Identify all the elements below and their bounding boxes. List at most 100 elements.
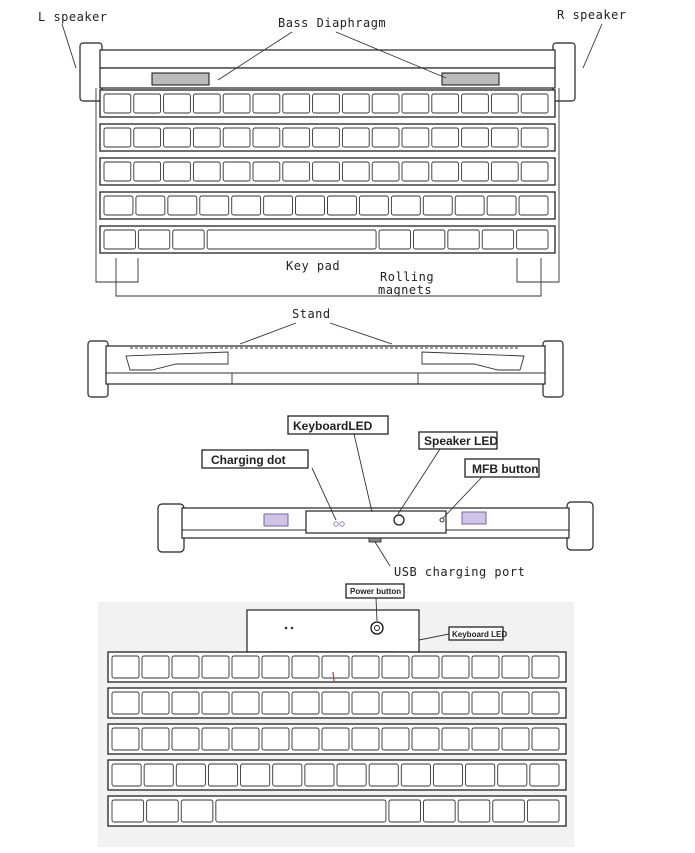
key <box>103 161 132 182</box>
power-module <box>246 609 420 653</box>
key <box>461 127 489 148</box>
keyboard-led-dots <box>284 626 288 630</box>
keyboard-led-callout <box>287 415 389 435</box>
key <box>351 655 380 679</box>
bar-left-cap <box>157 503 185 553</box>
key <box>282 127 311 148</box>
key <box>454 195 485 216</box>
key <box>411 727 440 751</box>
top-rail-inner <box>99 67 556 89</box>
left-speaker-housing <box>79 42 103 102</box>
leader-usb-port <box>374 541 391 567</box>
label-right-speaker: R speaker <box>557 8 627 22</box>
label-key-pad: Key pad <box>286 259 340 273</box>
key <box>411 655 440 679</box>
key <box>263 195 294 216</box>
key <box>321 691 350 715</box>
charging-dot-indicator-2 <box>339 521 345 527</box>
key <box>261 691 290 715</box>
key <box>133 127 162 148</box>
key <box>201 727 230 751</box>
key <box>351 727 380 751</box>
key <box>291 691 320 715</box>
key <box>111 727 140 751</box>
key <box>471 655 500 679</box>
key <box>368 763 399 787</box>
right-speaker-housing <box>552 42 576 102</box>
label-rolling-magnets-line2: magnets <box>378 283 432 297</box>
keyboard-led-dots-2 <box>290 626 294 630</box>
mfb-button-callout <box>464 458 540 478</box>
key <box>321 727 350 751</box>
key <box>471 691 500 715</box>
speaker-led-dot <box>439 517 445 523</box>
key <box>432 763 464 787</box>
red-marker <box>332 671 335 682</box>
key <box>240 763 271 787</box>
key <box>231 727 260 751</box>
label-charging-dot: Charging dot <box>211 453 286 467</box>
key <box>501 727 530 751</box>
key <box>471 727 500 751</box>
key <box>461 161 489 182</box>
top-rail <box>99 49 556 69</box>
key <box>133 161 162 182</box>
leader-mfb-button <box>442 476 483 519</box>
key <box>321 655 350 679</box>
key <box>401 127 430 148</box>
key <box>381 691 410 715</box>
key <box>431 127 460 148</box>
key <box>141 727 170 751</box>
key <box>163 93 191 114</box>
leader-left-speaker <box>61 23 77 69</box>
figure-keyboard-unfolded: Power button Keyboard LED <box>98 583 574 847</box>
key <box>175 763 206 787</box>
power-button <box>370 621 384 635</box>
key <box>111 799 145 823</box>
key <box>146 799 179 823</box>
key <box>312 93 340 114</box>
key <box>192 93 221 114</box>
key <box>529 763 560 787</box>
key <box>163 161 191 182</box>
key <box>516 229 549 250</box>
key-pad <box>99 89 556 254</box>
charging-dot-callout <box>201 449 309 469</box>
key <box>422 195 453 216</box>
key <box>490 93 519 114</box>
key <box>192 161 221 182</box>
label-bass-diaphragm: Bass Diaphragm <box>278 16 386 30</box>
label-keyboard-led-small: Keyboard LED <box>452 630 507 639</box>
bar-right-cap <box>566 501 594 551</box>
key <box>222 161 251 182</box>
key <box>103 93 132 114</box>
figure-folded-side-view: Stand <box>87 307 564 398</box>
leader-bass-left <box>217 31 293 81</box>
key <box>111 691 140 715</box>
figure-keyboard-top-view: L speaker R speaker Bass Diaphragm Key p… <box>38 8 627 297</box>
key <box>111 655 140 679</box>
key <box>431 93 460 114</box>
usb-charging-port <box>368 537 382 543</box>
rolling-magnets-bar <box>115 258 542 297</box>
key <box>378 229 411 250</box>
unfolded-key-rows <box>107 651 567 827</box>
figure-charging-bar: KeyboardLED Speaker LED Charging dot MFB… <box>157 415 594 579</box>
folded-body <box>105 345 546 385</box>
key <box>341 93 370 114</box>
key <box>441 727 470 751</box>
key <box>413 229 446 250</box>
key <box>358 195 389 216</box>
key <box>167 195 198 216</box>
key <box>180 799 214 823</box>
key <box>272 763 303 787</box>
stand-left-arm <box>125 351 229 371</box>
bass-diaphragm-left <box>151 72 210 86</box>
key <box>231 195 262 216</box>
leader-bass-right <box>335 31 447 79</box>
key <box>141 655 170 679</box>
key <box>312 127 340 148</box>
key <box>336 763 367 787</box>
leader-power-button <box>375 597 378 622</box>
key <box>222 127 251 148</box>
